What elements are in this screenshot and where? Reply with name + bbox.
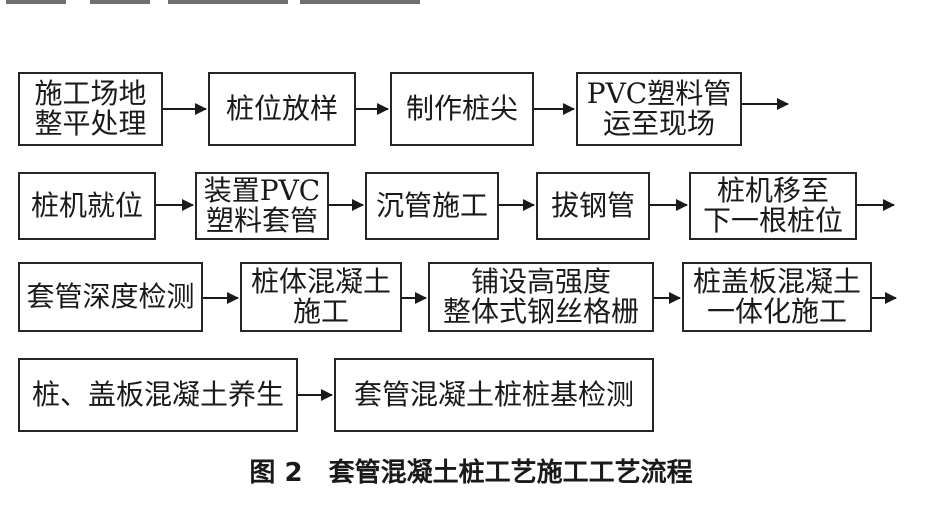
step-lay-steel-grid: 铺设高强度 整体式钢丝格栅 xyxy=(428,262,654,332)
step-pile-foundation-test: 套管混凝土桩桩基检测 xyxy=(334,358,654,432)
step-pull-steel-pipe: 拔钢管 xyxy=(536,172,650,240)
step-pile-machine-position: 桩机就位 xyxy=(18,172,156,240)
step-site-leveling: 施工场地 整平处理 xyxy=(18,72,163,146)
step-sleeve-depth-check: 套管深度检测 xyxy=(18,262,203,332)
step-move-to-next-pile: 桩机移至 下一根桩位 xyxy=(689,172,857,240)
step-pile-concrete: 桩体混凝土 施工 xyxy=(240,262,402,332)
step-pile-layout: 桩位放样 xyxy=(208,72,356,146)
figure-caption: 图 2 套管混凝土桩工艺施工工艺流程 xyxy=(249,458,693,488)
step-make-pile-tip: 制作桩尖 xyxy=(390,72,534,146)
step-install-pvc-sleeve: 装置PVC 塑料套管 xyxy=(195,172,329,240)
step-pvc-pipe-transport: PVC塑料管 运至现场 xyxy=(576,72,742,146)
step-sink-pipe: 沉管施工 xyxy=(365,172,499,240)
step-pile-cap-concrete: 桩盖板混凝土 一体化施工 xyxy=(682,262,872,332)
step-curing: 桩、盖板混凝土养生 xyxy=(18,358,298,432)
cropped-previous-text xyxy=(0,0,942,6)
